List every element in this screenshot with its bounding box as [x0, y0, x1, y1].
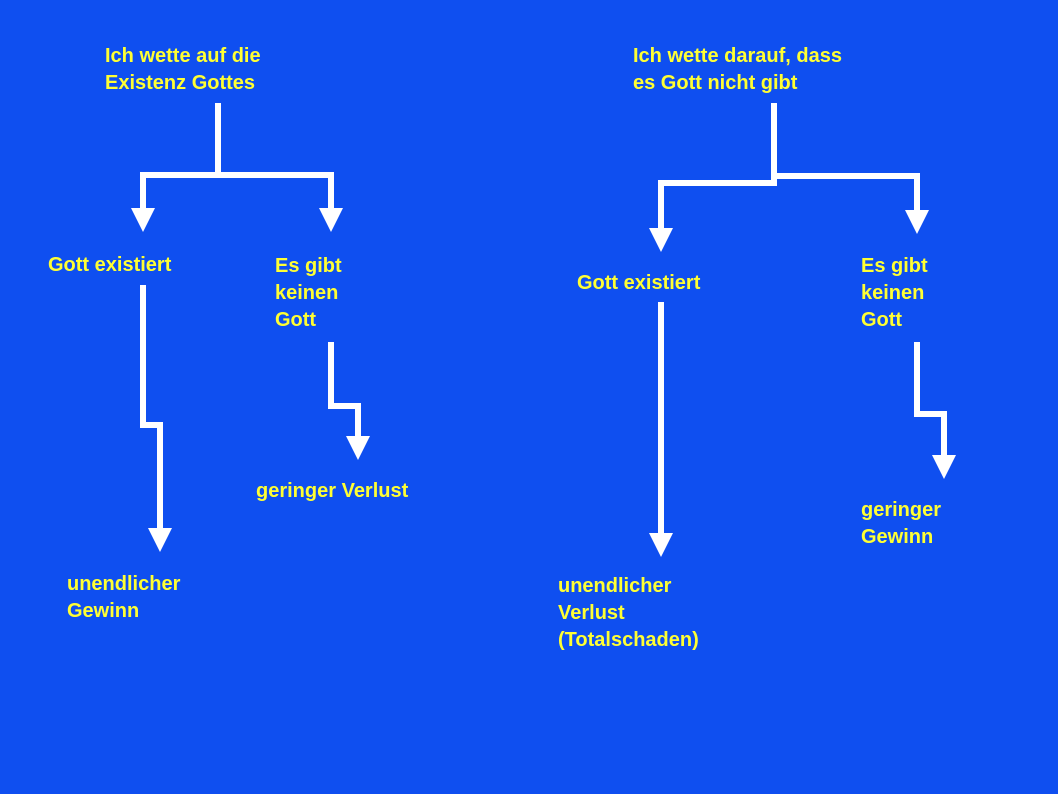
- left-root-line1: Ich wette auf die: [105, 45, 261, 67]
- left-outcome-connector-no-god: [328, 342, 370, 460]
- right-no-god-label: Es gibt keinen Gott: [861, 253, 928, 334]
- right-infinite-loss-outcome: unendlicher Verlust (Totalschaden): [558, 573, 699, 654]
- left-infinite-gain-outcome: unendlicher Gewinn: [67, 571, 180, 625]
- left-no-god-line3: Gott: [275, 309, 317, 331]
- right-no-god-line1: Es gibt: [861, 255, 928, 277]
- left-infinite-gain-line1: unendlicher: [67, 573, 181, 595]
- right-infinite-loss-line3: (Totalschaden): [558, 629, 699, 651]
- right-root-label: Ich wette darauf, dass es Gott nicht gib…: [633, 43, 842, 97]
- right-outcome-connector-no-god: [914, 342, 956, 479]
- left-root-line2: Existenz Gottes: [105, 72, 256, 94]
- left-no-god-line1: Es gibt: [275, 255, 342, 277]
- left-infinite-gain-line2: Gewinn: [67, 600, 140, 622]
- left-no-god-line2: keinen: [275, 282, 339, 304]
- right-branch-connector-no-god: [774, 173, 929, 234]
- left-root-label: Ich wette auf die Existenz Gottes: [105, 43, 261, 97]
- right-branch-connector-god-exists: [649, 178, 777, 252]
- left-branch-connector-god-exists: [131, 172, 218, 232]
- right-no-god-line2: keinen: [861, 282, 925, 304]
- left-no-god-label: Es gibt keinen Gott: [275, 253, 342, 334]
- right-small-gain-outcome: geringer Gewinn: [861, 497, 941, 551]
- right-root-line1: Ich wette darauf, dass: [633, 45, 842, 67]
- right-root-line2: es Gott nicht gibt: [633, 72, 798, 94]
- left-god-exists-label: Gott existiert: [48, 254, 172, 276]
- right-no-god-line3: Gott: [861, 309, 903, 331]
- right-infinite-loss-line2: Verlust: [558, 602, 625, 624]
- right-infinite-loss-line1: unendlicher: [558, 575, 672, 597]
- left-small-loss-outcome: geringer Verlust: [256, 480, 409, 502]
- left-outcome-connector-god-exists: [140, 285, 172, 552]
- right-small-gain-line2: Gewinn: [861, 526, 934, 548]
- left-branch-connector-no-god: [218, 172, 343, 232]
- right-small-gain-line1: geringer: [861, 499, 942, 521]
- right-god-exists-label: Gott existiert: [577, 272, 701, 294]
